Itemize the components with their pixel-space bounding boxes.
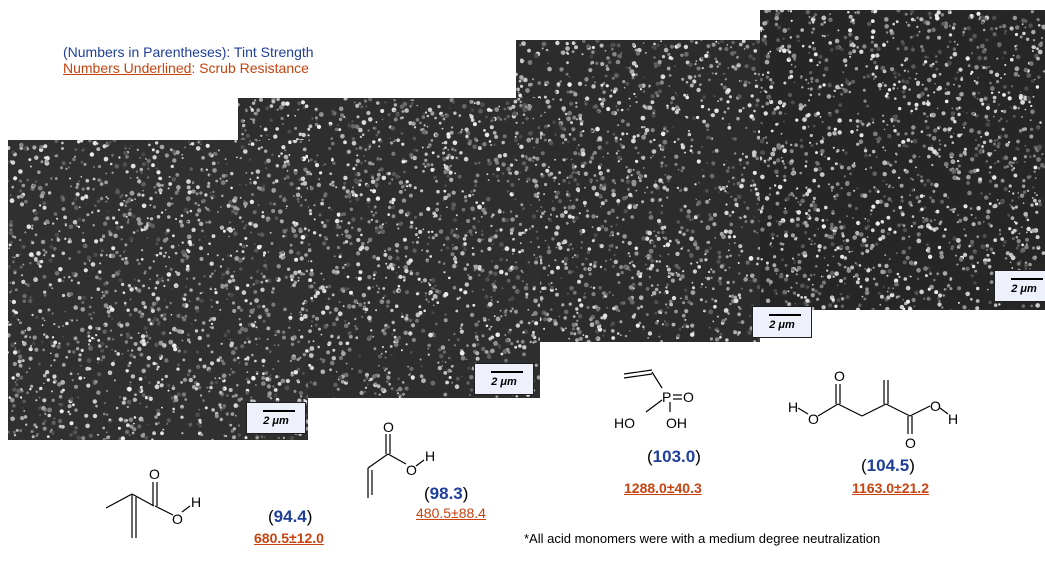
tint-value: 94.4: [273, 507, 307, 526]
atom-oh: OH: [666, 415, 687, 431]
atom-o: O: [808, 411, 819, 427]
scrub-resistance-4: 1163.0±21.2: [852, 480, 929, 496]
scale-bar-3: 2 μm: [752, 306, 812, 338]
atom-o: O: [383, 420, 394, 435]
atom-h: H: [948, 411, 958, 427]
sem-texture-3: [516, 40, 760, 342]
atom-h: H: [191, 494, 201, 510]
tint-strength-2: (98.3): [424, 484, 469, 503]
atom-o: O: [149, 466, 160, 482]
scale-bar-4: 2 μm: [994, 270, 1045, 302]
legend-scrub-underlined: Numbers Underlined: [63, 60, 192, 76]
atom-ho: HO: [614, 415, 635, 431]
atom-o: O: [683, 389, 694, 405]
atom-p: P: [662, 389, 671, 405]
structure-vinylphosphonic-acid: P O HO OH: [614, 369, 694, 431]
scale-bar-label: 2 μm: [491, 376, 517, 388]
tint-strength-4: (104.5): [861, 456, 915, 475]
scrub-resistance-2: 480.5±88.4: [416, 505, 486, 521]
sem-texture-4: [760, 10, 1045, 310]
structure-acrylic-acid: O O H: [367, 420, 435, 498]
scale-bar-label: 2 μm: [1011, 283, 1037, 295]
tint-strength-1: (94.4): [268, 507, 313, 526]
tint-value: 98.3: [429, 484, 463, 503]
atom-o: O: [930, 398, 941, 414]
tint-value: 103.0: [652, 447, 696, 466]
footnote: *All acid monomers were with a medium de…: [524, 531, 881, 546]
tint-strength-3: (103.0): [647, 447, 701, 466]
scale-bar-label: 2 μm: [263, 415, 289, 427]
scrub-resistance-3: 1288.0±40.3: [624, 480, 702, 496]
structure-methacrylic-acid: O O H: [105, 466, 201, 538]
atom-o: O: [172, 511, 183, 527]
legend-scrub-rest: : Scrub Resistance: [191, 60, 309, 76]
scrub-resistance-1: 680.5±12.0: [254, 530, 324, 546]
sem-image-1: [8, 140, 308, 440]
scale-bar-label: 2 μm: [769, 319, 795, 331]
sem-image-2: [238, 98, 540, 398]
atom-h: H: [425, 448, 435, 464]
scale-bar-1: 2 μm: [246, 402, 306, 434]
sem-texture-1: [8, 140, 308, 440]
atom-o: O: [406, 462, 417, 478]
sem-image-4: [760, 10, 1045, 310]
atom-h: H: [788, 399, 798, 415]
atom-o: O: [834, 368, 845, 384]
legend-scrub-resistance: Numbers Underlined: Scrub Resistance: [63, 60, 314, 76]
atom-o: O: [905, 435, 916, 451]
scale-bar-2: 2 μm: [474, 363, 534, 395]
structure-itaconic-acid: H O O O O H: [788, 368, 958, 451]
legend: (Numbers in Parentheses): Tint Strength …: [63, 44, 314, 76]
tint-value: 104.5: [866, 456, 910, 475]
legend-tint-strength: (Numbers in Parentheses): Tint Strength: [63, 44, 314, 60]
sem-image-3: [516, 40, 760, 342]
